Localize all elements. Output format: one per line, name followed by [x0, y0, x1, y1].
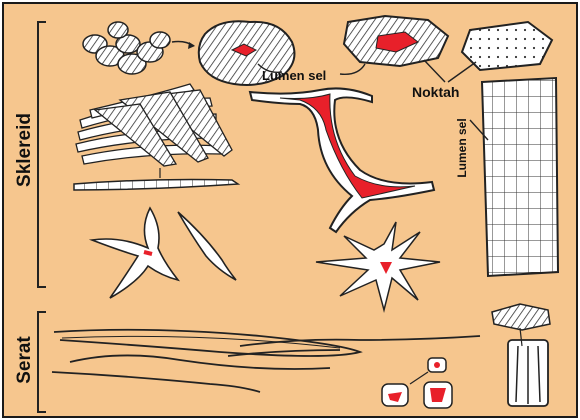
- label-noktah: Noktah: [412, 84, 459, 100]
- label-sklereid: Sklereid: [14, 113, 35, 187]
- label-lumen-sel-top: Lumen sel: [262, 68, 326, 83]
- fibre-column: [482, 78, 558, 276]
- label-serat: Serat: [14, 336, 35, 384]
- label-lumen-sel-right: Lumen sel: [455, 118, 469, 177]
- stone-cell-angular: [344, 16, 448, 66]
